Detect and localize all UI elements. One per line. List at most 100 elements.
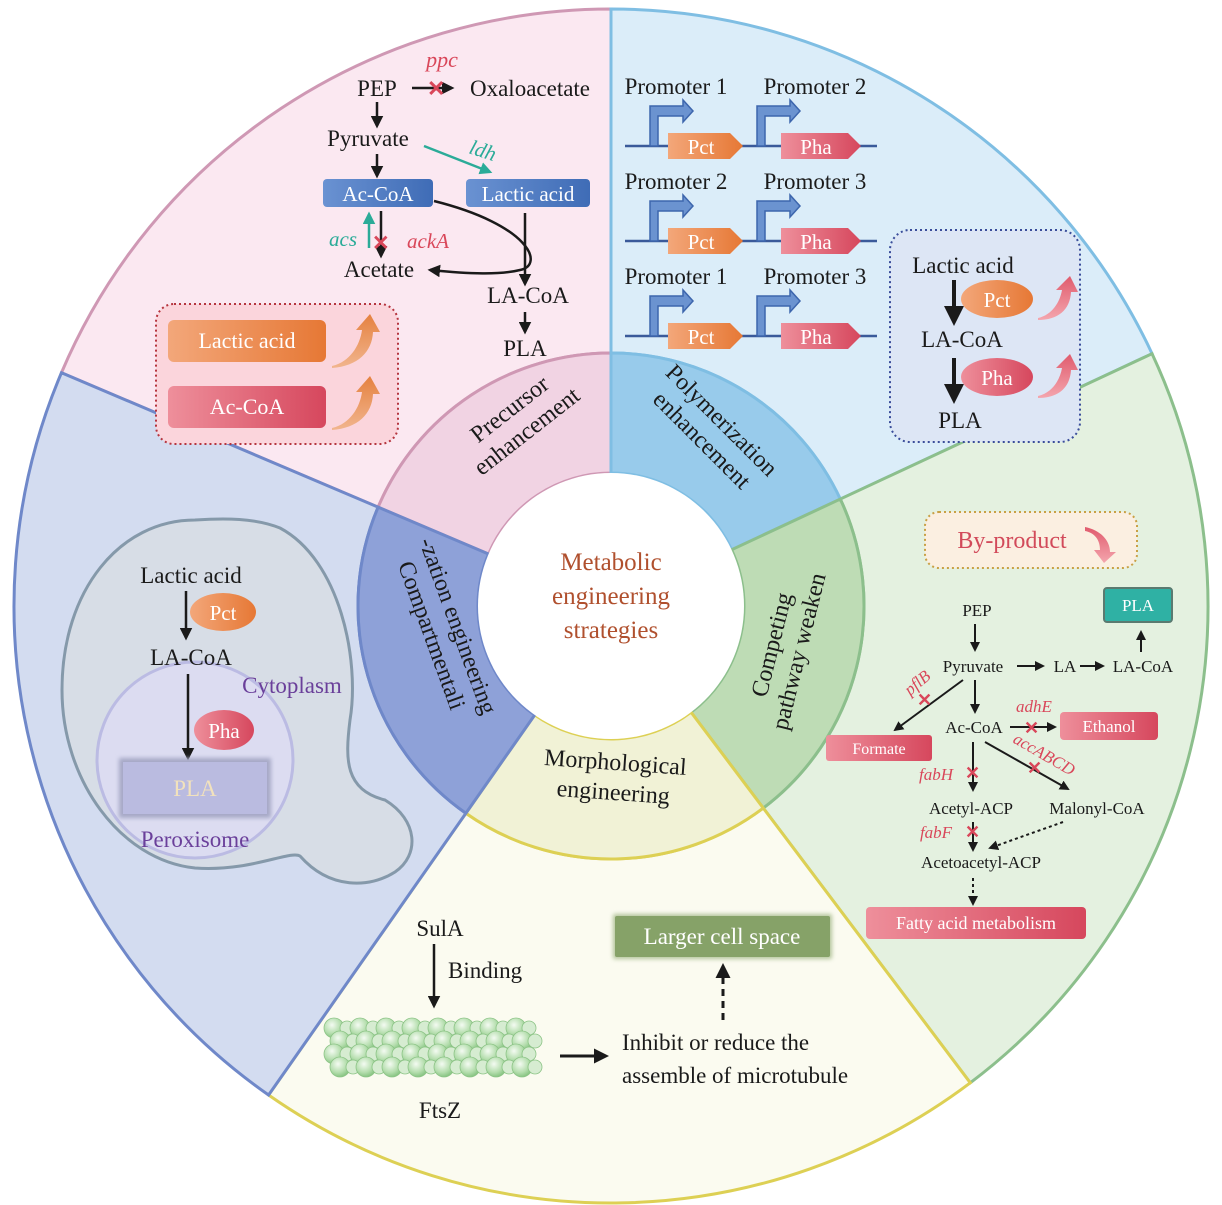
lacoa-label: LA-CoA: [487, 283, 569, 308]
larger-cell-space-label: Larger cell space: [644, 924, 801, 949]
byproduct-label: By-product: [957, 528, 1067, 554]
acka-gene: ackA: [407, 229, 449, 253]
knockout-x-icon: ✕: [1027, 758, 1042, 778]
comp-lactic-acid-label: Lactic acid: [140, 563, 242, 588]
pct-gene-box: [668, 133, 743, 159]
increase-arrow-icon: [1038, 276, 1078, 320]
pha-gene-label: Pha: [800, 135, 832, 159]
inhibit-line1: Inhibit or reduce the: [622, 1030, 809, 1055]
gene-construct: Promoter 1 Promoter 3 Pct Pha: [625, 264, 877, 349]
formate-label: Formate: [852, 741, 905, 758]
pct-enzyme: [961, 280, 1033, 318]
competing-panel: By-product PEP Pyruvate LA LA-CoA PLA ✕ …: [826, 511, 1174, 939]
pha-gene-label: Pha: [800, 230, 832, 254]
knockout-x-icon: ✕: [372, 231, 390, 255]
ethanol-label: Ethanol: [1083, 717, 1136, 736]
pct-gene-label: Pct: [688, 230, 715, 254]
pep-label: PEP: [357, 76, 397, 101]
morphological-panel: SulA Binding FtsZ Inhibit or reduce the …: [323, 914, 848, 1123]
comp-pha-enzyme: [194, 710, 254, 750]
center-circle: [478, 473, 744, 739]
promoter-label: Promoter 1: [625, 264, 728, 289]
promoter-label: Promoter 1: [625, 74, 728, 99]
center-title: Metabolic engineering strategies: [552, 549, 671, 644]
increase-arrow-icon: [332, 376, 380, 430]
knockout-x-icon: ✕: [1024, 718, 1039, 738]
lactic-acid-label: Lactic acid: [482, 182, 575, 206]
acetate-label: Acetate: [344, 257, 414, 282]
comp-pha-label: Pha: [208, 719, 240, 743]
promoter-label: Promoter 2: [625, 169, 728, 194]
fatty-acid-label: Fatty acid metabolism: [896, 913, 1056, 933]
adhe-gene: adhE: [1016, 697, 1053, 716]
comp-pct-enzyme: [190, 593, 256, 631]
comp-pep-label: PEP: [962, 601, 991, 620]
gene-construct: Promoter 2 Promoter 3 Pct Pha: [625, 169, 877, 254]
polymer-pathway-box: [889, 229, 1081, 443]
comp-pyruvate-label: Pyruvate: [943, 657, 1003, 676]
pha-gene-label: Pha: [800, 325, 832, 349]
increase-arrow-icon: [1038, 354, 1078, 398]
knockout-x-icon: ✕: [427, 76, 445, 101]
comp-pla-box: [123, 762, 267, 814]
pct-gene-label: Pct: [688, 135, 715, 159]
promoter-arrow-icon: [756, 98, 802, 147]
center-title-line3: strategies: [564, 617, 658, 644]
comp-la-label: LA: [1054, 657, 1077, 676]
byproduct-box: [924, 511, 1138, 569]
polymerization-pathway: Lactic acid Pct LA-CoA Pha PLA: [889, 229, 1081, 443]
pha-enzyme: [961, 358, 1033, 396]
knockout-x-icon: ✕: [965, 822, 980, 842]
promoter-arrow-icon: [649, 98, 695, 147]
fatty-acid-box: [866, 907, 1086, 939]
ring-segment-morphological[interactable]: [463, 710, 766, 861]
polymerization-panel: Promoter 1 Promoter 2 Pct Pha Promoter 2…: [625, 74, 877, 349]
inner-ring: [356, 351, 866, 861]
ethanol-box: [1060, 712, 1158, 740]
promoter-label: Promoter 3: [764, 169, 867, 194]
increase-arrow-icon: [332, 314, 380, 368]
oxaloacetate-label: Oxaloacetate: [470, 76, 590, 101]
promoter-arrow-icon: [649, 193, 695, 242]
ftsz-subunit: [527, 1033, 543, 1049]
acs-gene: acs: [329, 227, 357, 251]
binding-label: Binding: [448, 958, 523, 983]
comp-pla-box: [1103, 587, 1173, 623]
boost-accoa-label: Ac-CoA: [210, 394, 285, 419]
promoter-arrow-icon: [756, 193, 802, 242]
decrease-arrow-icon: [1085, 527, 1116, 563]
center-title-line2: engineering: [552, 583, 671, 610]
accoa-box: [323, 179, 433, 207]
acetyl-acp-label: Acetyl-ACP: [929, 799, 1013, 818]
pla-label: PLA: [503, 336, 547, 361]
ftsz-filament: [323, 1017, 543, 1078]
cytoplasm-label: Cytoplasm: [242, 673, 342, 698]
poly-lactic-acid-label: Lactic acid: [912, 253, 1014, 278]
malonyl-coa-label: Malonyl-CoA: [1049, 799, 1145, 818]
poly-pha-label: Pha: [981, 366, 1013, 390]
pha-gene-box: [781, 323, 861, 349]
boost-accoa-box: [168, 386, 326, 428]
larger-cell-space-box: [615, 916, 830, 957]
center-title-line1: Metabolic: [560, 549, 661, 576]
comp-lacoa-label: LA-CoA: [1113, 657, 1174, 676]
comp-pla-label: PLA: [1122, 596, 1155, 615]
pct-gene-box: [668, 228, 743, 254]
comp-pct-label: Pct: [210, 601, 237, 625]
lactic-acid-box: [466, 179, 590, 207]
ftsz-subunit: [527, 1059, 543, 1075]
comp-accoa-label: Ac-CoA: [945, 718, 1003, 737]
boost-lactic-acid-box: [168, 320, 326, 362]
fabf-gene: fabF: [920, 823, 953, 842]
pha-gene-box: [781, 228, 861, 254]
promoter-label: Promoter 3: [764, 264, 867, 289]
formate-box: [826, 735, 932, 761]
poly-lacoa-label: LA-CoA: [921, 327, 1003, 352]
ppc-gene: ppc: [424, 47, 458, 72]
ftsz-label: FtsZ: [419, 1098, 461, 1123]
boost-lactic-acid-label: Lactic acid: [198, 328, 295, 353]
pha-gene-box: [781, 133, 861, 159]
comp-pla-label: PLA: [173, 776, 217, 801]
compartmentalization-panel: Lactic acid Pct LA-CoA Cytoplasm Pha PLA…: [60, 517, 414, 885]
pyruvate-label: Pyruvate: [327, 126, 409, 151]
